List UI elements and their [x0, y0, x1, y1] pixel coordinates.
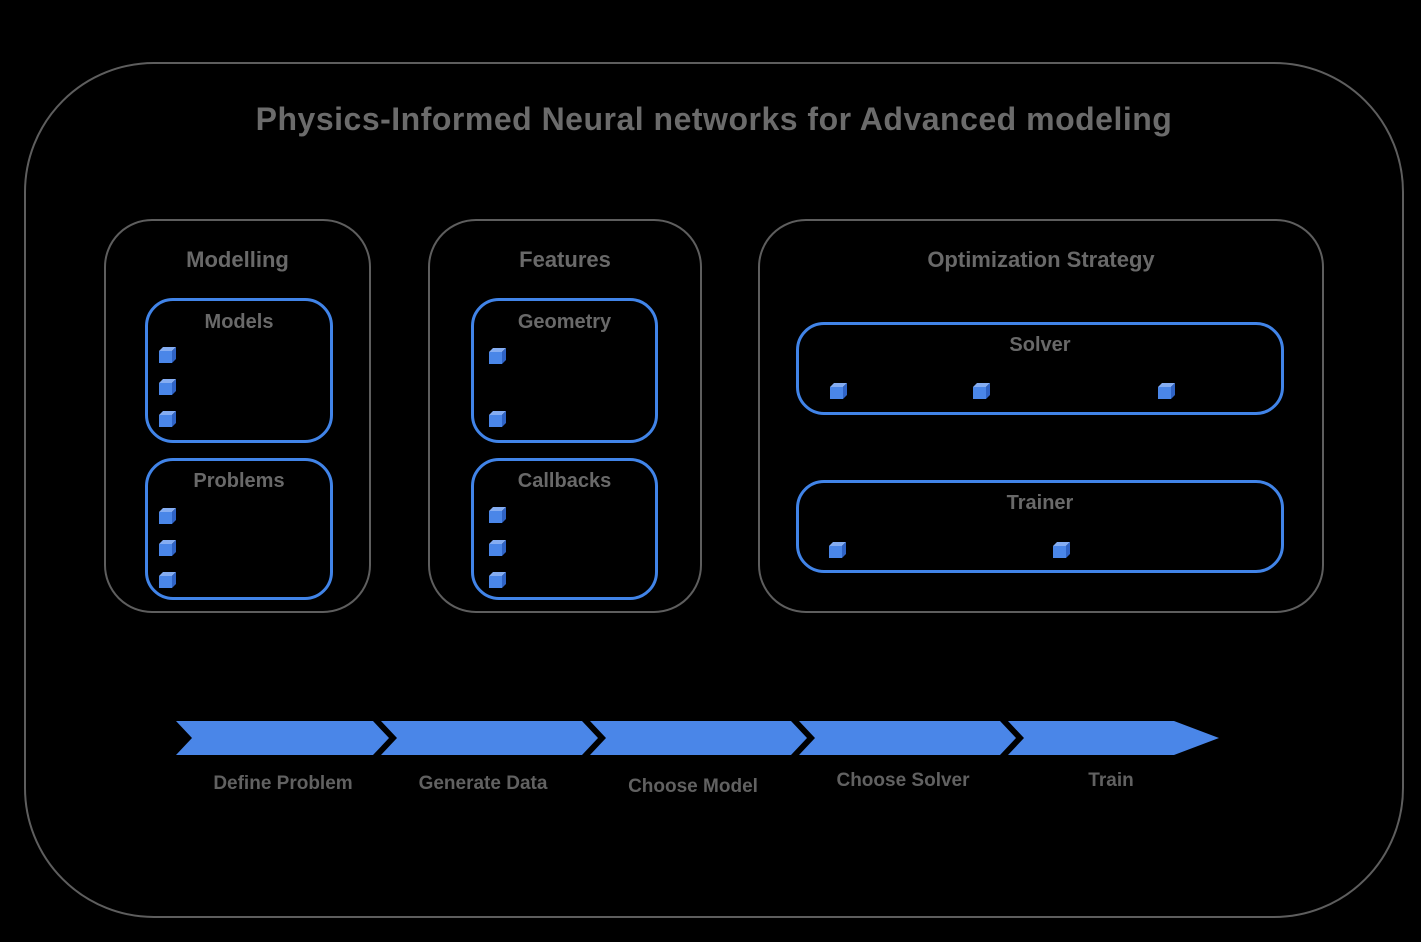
chevron-segment-2: [381, 721, 598, 755]
group-problems-label: Problems: [193, 470, 285, 492]
group-trainer-label: Trainer: [1006, 492, 1074, 514]
step-label-define-problem: Define Problem: [213, 773, 353, 794]
group-box-trainer: Trainer: [796, 480, 1284, 573]
group-box-models: Models: [145, 298, 333, 443]
step-label-choose-solver: Choose Solver: [836, 770, 970, 791]
cube-bullet-icon: [489, 411, 506, 427]
chevron-segment-5: [1008, 721, 1219, 755]
cube-bullet-icon: [489, 572, 506, 588]
section-modelling-label: Modelling: [186, 247, 289, 272]
cube-bullet-icon: [489, 348, 506, 364]
cube-bullet-icon: [830, 383, 847, 399]
cube-bullet-icon: [829, 542, 846, 558]
section-optimization-label: Optimization Strategy: [927, 247, 1155, 272]
chevron-segment-3: [590, 721, 807, 755]
section-features: Features: [428, 219, 702, 613]
cube-bullet-icon: [159, 540, 176, 556]
cube-bullet-icon: [159, 508, 176, 524]
cube-bullet-icon: [159, 347, 176, 363]
group-solver-label: Solver: [1009, 334, 1071, 356]
pipeline-arrow: [176, 721, 1219, 755]
group-box-problems: Problems: [145, 458, 333, 600]
cube-bullet-icon: [159, 411, 176, 427]
step-label-generate-data: Generate Data: [418, 773, 548, 794]
cube-bullet-icon: [489, 540, 506, 556]
cube-bullet-icon: [1053, 542, 1070, 558]
step-label-train: Train: [1088, 770, 1134, 791]
outer-frame: [24, 62, 1404, 918]
group-box-geometry: Geometry: [471, 298, 658, 443]
cube-bullet-icon: [489, 507, 506, 523]
step-label-choose-model: Choose Model: [628, 776, 758, 797]
chevron-segment-1: [176, 721, 389, 755]
cube-bullet-icon: [159, 379, 176, 395]
group-box-callbacks: Callbacks: [471, 458, 658, 600]
cube-bullet-icon: [1158, 383, 1175, 399]
group-geometry-label: Geometry: [517, 311, 612, 333]
section-features-label: Features: [519, 247, 611, 272]
diagram-title: Physics-Informed Neural networks for Adv…: [255, 101, 1173, 137]
cube-bullet-icon: [973, 383, 990, 399]
group-box-solver: Solver: [796, 322, 1284, 415]
chevron-segment-4: [799, 721, 1016, 755]
section-optimization-strategy: Optimization Strategy: [758, 219, 1324, 613]
group-models-label: Models: [204, 311, 274, 333]
group-callbacks-label: Callbacks: [517, 470, 612, 492]
section-modelling: Modelling: [104, 219, 371, 613]
cube-bullet-icon: [159, 572, 176, 588]
